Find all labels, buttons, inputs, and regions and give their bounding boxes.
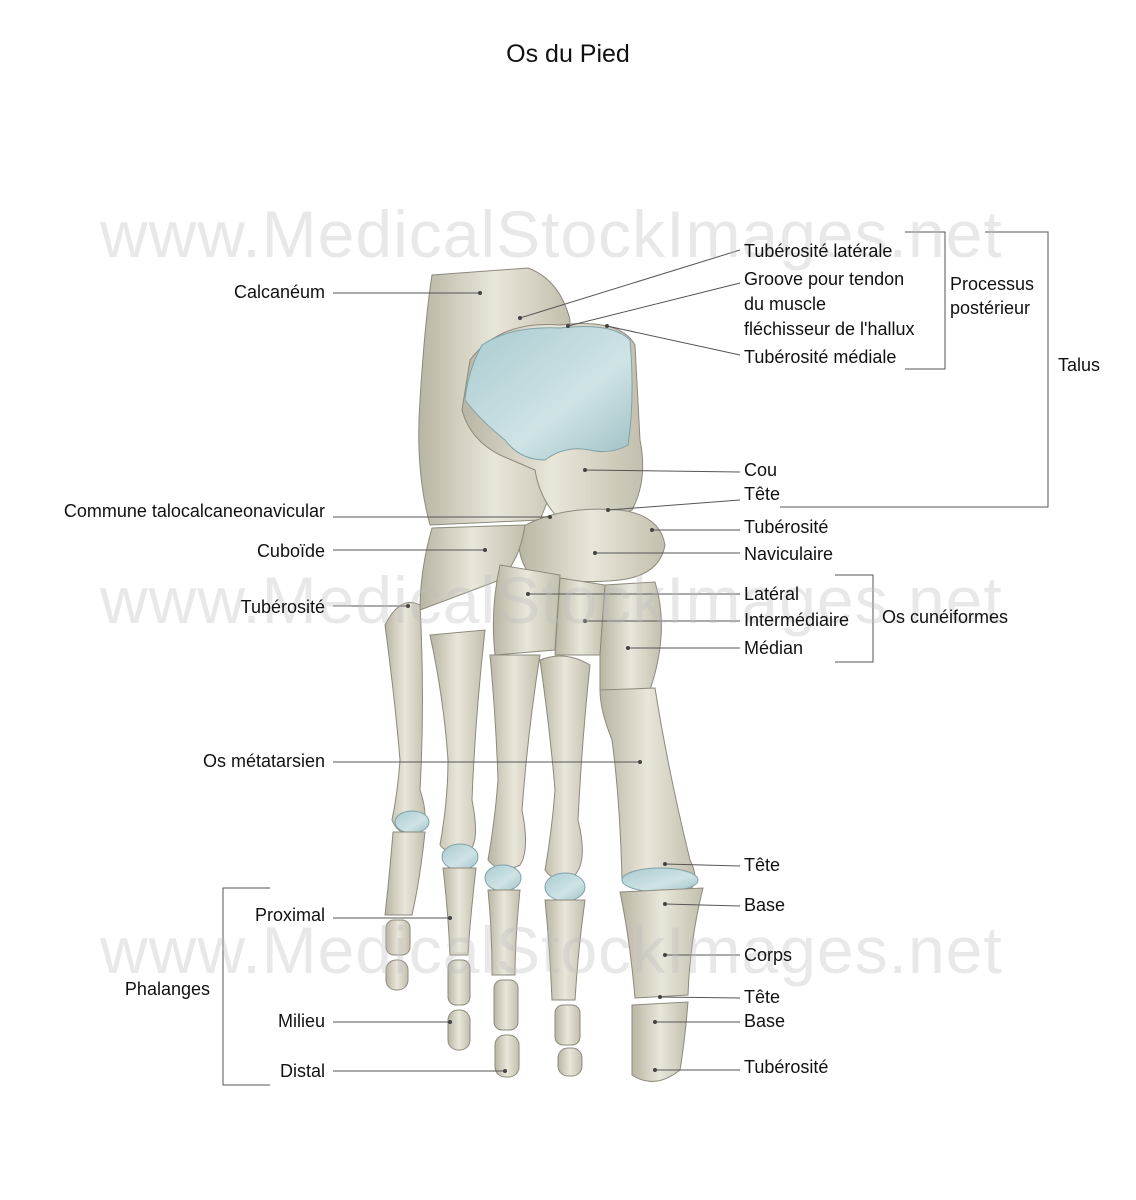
label-commune: Commune talocalcaneonavicular bbox=[63, 501, 325, 521]
dist-phalanx-2 bbox=[557, 1047, 583, 1077]
label-cou: Cou bbox=[744, 460, 778, 480]
prox-phalanx-1 bbox=[619, 887, 704, 999]
mid-phalanx-5 bbox=[385, 919, 411, 956]
meta-head-4 bbox=[441, 843, 479, 871]
label-tuberosite-left: Tubérosité bbox=[240, 597, 325, 617]
mid-phalanx-3 bbox=[493, 979, 519, 1031]
label-corps: Corps bbox=[744, 945, 793, 965]
label-cuboide: Cuboïde bbox=[256, 541, 325, 561]
label-intermediaire: Intermédiaire bbox=[744, 610, 850, 630]
prox-phalanx-3 bbox=[487, 889, 521, 976]
prox-phalanx-4 bbox=[442, 867, 477, 956]
metatarsal-1 bbox=[599, 687, 696, 894]
label-base-proximale: Base bbox=[744, 895, 786, 915]
dist-phalanx-3 bbox=[494, 1034, 520, 1078]
label-calcaneum: Calcanéum bbox=[233, 282, 325, 302]
mid-phalanx-4 bbox=[447, 959, 471, 1006]
label-tete-phalange: Tête bbox=[744, 987, 781, 1007]
label-phalanges: Phalanges bbox=[124, 979, 210, 999]
label-metatarsien: Os métatarsien bbox=[202, 751, 325, 771]
label-groove-line3: fléchisseur de l'hallux bbox=[744, 319, 915, 339]
watermark-bottom: www.MedicalStockImages.net bbox=[100, 913, 1003, 987]
watermark-top: www.MedicalStockImages.net bbox=[100, 197, 1003, 271]
label-groove-line2: du muscle bbox=[744, 294, 827, 314]
label-median: Médian bbox=[744, 638, 804, 658]
label-tuberosite-naviculaire: Tubérosité bbox=[744, 517, 829, 537]
lateral-cuneiform bbox=[492, 564, 561, 656]
label-proximal: Proximal bbox=[254, 905, 325, 925]
label-tuberosite-mediale: Tubérosité médiale bbox=[744, 347, 897, 367]
label-tuberosite-distale: Tubérosité bbox=[744, 1057, 829, 1077]
label-processus-line2: postérieur bbox=[950, 298, 1031, 318]
label-cuneiformes: Os cunéiformes bbox=[882, 607, 1009, 627]
label-tuberosite-laterale: Tubérosité latérale bbox=[744, 241, 893, 261]
label-processus-line1: Processus bbox=[950, 274, 1035, 294]
mid-phalanx-2 bbox=[554, 1004, 581, 1046]
label-tete-metatarse: Tête bbox=[744, 855, 781, 875]
label-tete-talus: Tête bbox=[744, 484, 781, 504]
label-base-distale: Base bbox=[744, 1011, 786, 1031]
label-naviculaire: Naviculaire bbox=[744, 544, 834, 564]
metatarsal-4 bbox=[429, 629, 486, 854]
meta-head-3 bbox=[484, 864, 522, 892]
metatarsal-2 bbox=[539, 655, 591, 880]
prox-phalanx-5 bbox=[384, 831, 426, 916]
talus-trochlea bbox=[464, 326, 633, 461]
label-milieu: Milieu bbox=[277, 1011, 325, 1031]
meta-head-2 bbox=[544, 872, 586, 902]
meta-head-5 bbox=[394, 810, 430, 834]
label-lateral: Latéral bbox=[744, 584, 800, 604]
dist-phalanx-4 bbox=[447, 1009, 471, 1051]
prox-phalanx-2 bbox=[544, 899, 586, 1001]
label-distal: Distal bbox=[279, 1061, 325, 1081]
watermark-middle: www.MedicalStockImages.net bbox=[100, 563, 1003, 637]
label-talus: Talus bbox=[1058, 355, 1101, 375]
label-groove-line1: Groove pour tendon bbox=[744, 269, 905, 289]
dist-phalanx-5 bbox=[385, 959, 409, 991]
diagram-title: Os du Pied bbox=[506, 40, 630, 68]
